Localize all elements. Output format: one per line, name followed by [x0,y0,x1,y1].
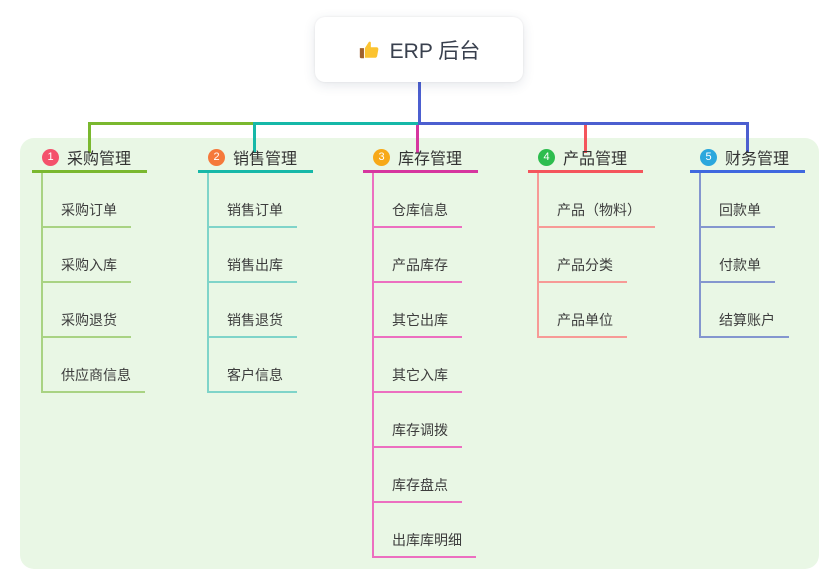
child-node-label: 采购入库 [61,257,117,273]
child-node[interactable]: 库存盘点 [374,448,462,503]
branch-node[interactable]: 2 销售管理 [198,144,313,173]
child-node-label: 产品（物料） [557,202,641,218]
child-node[interactable]: 采购入库 [43,228,131,283]
child-node[interactable]: 销售出库 [209,228,297,283]
child-node-label: 采购订单 [61,202,117,218]
branch-node[interactable]: 5 财务管理 [690,144,805,173]
branch-label: 采购管理 [67,151,132,168]
child-node-label: 库存调拨 [392,422,448,438]
child-node[interactable]: 销售退货 [209,283,297,338]
child-node[interactable]: 出库库明细 [374,503,476,558]
branch-number-badge: 2 [208,148,225,166]
child-node-label: 供应商信息 [61,367,131,383]
child-node[interactable]: 销售订单 [209,173,297,228]
branch-children: 仓库信息产品库存其它出库其它入库库存调拨库存盘点出库库明细 [372,173,478,558]
child-node-label: 销售订单 [227,202,283,218]
child-node[interactable]: 库存调拨 [374,393,462,448]
root-node[interactable]: ERP 后台 [315,17,523,82]
branch: 5 财务管理 回款单付款单结算账户 [690,144,805,338]
child-node-label: 结算账户 [719,312,775,328]
branch-label: 产品管理 [563,151,628,168]
child-node[interactable]: 产品单位 [539,283,627,338]
branch-label: 财务管理 [725,151,790,168]
branch-children: 回款单付款单结算账户 [699,173,805,338]
child-node-label: 其它出库 [392,312,448,328]
child-node[interactable]: 回款单 [701,173,775,228]
child-node[interactable]: 客户信息 [209,338,297,393]
child-node[interactable]: 付款单 [701,228,775,283]
child-node-label: 采购退货 [61,312,117,328]
child-node[interactable]: 供应商信息 [43,338,145,393]
branch-node[interactable]: 1 采购管理 [32,144,147,173]
root-node-label: ERP 后台 [389,39,481,63]
branch: 2 销售管理 销售订单销售出库销售退货客户信息 [198,144,313,393]
child-node[interactable]: 采购订单 [43,173,131,228]
branch-label: 销售管理 [233,151,298,168]
branch-node[interactable]: 3 库存管理 [363,144,478,173]
child-node-label: 回款单 [719,202,761,218]
child-node-label: 销售出库 [227,257,283,273]
child-node-label: 出库库明细 [392,532,462,548]
branch-node[interactable]: 4 产品管理 [528,144,643,173]
child-node[interactable]: 产品库存 [374,228,462,283]
child-node-label: 仓库信息 [392,202,448,218]
child-node-label: 付款单 [719,257,761,273]
child-node-label: 产品分类 [557,257,613,273]
branch-children: 销售订单销售出库销售退货客户信息 [207,173,313,393]
branch-children: 采购订单采购入库采购退货供应商信息 [41,173,147,393]
child-node-label: 产品单位 [557,312,613,328]
child-node[interactable]: 采购退货 [43,283,131,338]
mindmap-panel [20,138,819,569]
branch-number-badge: 4 [538,148,555,166]
branch: 4 产品管理 产品（物料） 产品分类产品单位 [528,144,655,338]
child-node-label: 库存盘点 [392,477,448,493]
child-node-label: 销售退货 [227,312,283,328]
branch-number-badge: 5 [700,148,717,166]
branch-children: 产品（物料） 产品分类产品单位 [537,173,655,338]
branch: 1 采购管理 采购订单采购入库采购退货供应商信息 [32,144,147,393]
branch-number-badge: 1 [42,148,59,166]
thumbs-up-icon [358,39,380,61]
child-node[interactable]: 仓库信息 [374,173,462,228]
child-node-label: 客户信息 [227,367,283,383]
child-node[interactable]: 其它入库 [374,338,462,393]
branch: 3 库存管理 仓库信息产品库存其它出库其它入库库存调拨库存盘点出库库明细 [363,144,478,558]
branch-number-badge: 3 [373,148,390,166]
child-node-label: 产品库存 [392,257,448,273]
child-node[interactable]: 其它出库 [374,283,462,338]
child-node[interactable]: 产品分类 [539,228,627,283]
child-node[interactable]: 产品（物料） [539,173,655,228]
branch-label: 库存管理 [398,151,463,168]
child-node[interactable]: 结算账户 [701,283,789,338]
child-node-label: 其它入库 [392,367,448,383]
